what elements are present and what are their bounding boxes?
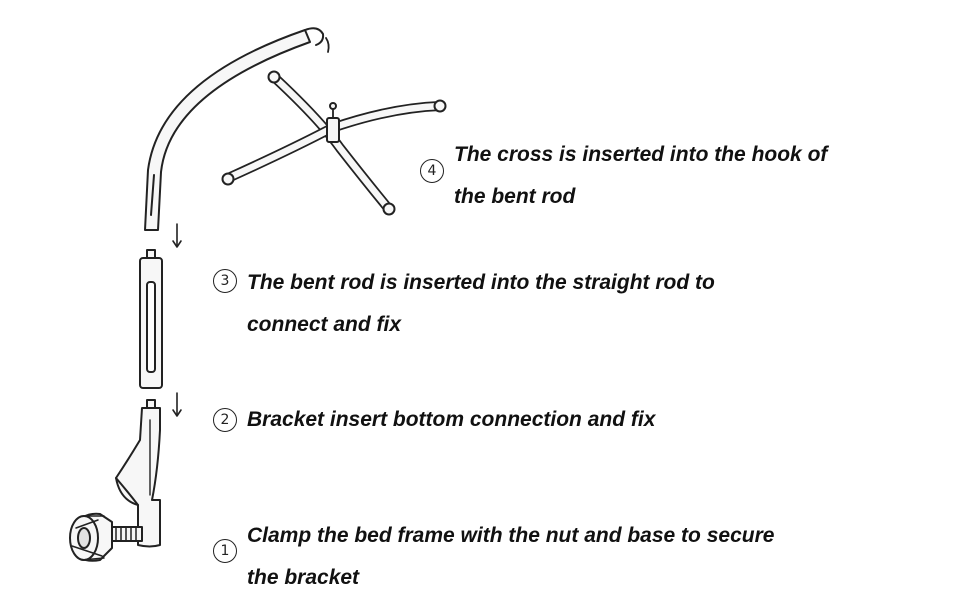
arrow-down-upper [172, 223, 182, 248]
instruction-line: Clamp the bed frame with the nut and bas… [247, 524, 775, 547]
step-number-badge: 2 [213, 408, 237, 432]
step-number-badge: 1 [213, 539, 237, 563]
step-instruction: Clamp the bed frame with the nut and bas… [247, 515, 774, 599]
instruction-line: the bracket [247, 566, 360, 589]
step-instruction: The bent rod is inserted into the straig… [247, 262, 715, 346]
arrow-down-lower [172, 392, 182, 417]
bracket [115, 399, 161, 548]
step-number-badge: 3 [213, 269, 237, 293]
threaded-bolt [111, 526, 143, 542]
knob-nut [69, 512, 113, 562]
step-number-badge: 4 [420, 159, 444, 183]
step-instruction: The cross is inserted into the hook of t… [454, 134, 827, 218]
instruction-line: The bent rod is inserted into the straig… [247, 271, 715, 294]
instruction-line: Bracket insert bottom connection and fix [247, 408, 656, 431]
step-instruction: Bracket insert bottom connection and fix [247, 399, 655, 441]
bent-rod [144, 27, 330, 231]
instruction-line: the bent rod [454, 185, 576, 208]
instruction-line: connect and fix [247, 313, 402, 336]
straight-rod [139, 249, 163, 389]
instruction-line: The cross is inserted into the hook of [454, 143, 828, 166]
cross-arms [221, 70, 447, 216]
